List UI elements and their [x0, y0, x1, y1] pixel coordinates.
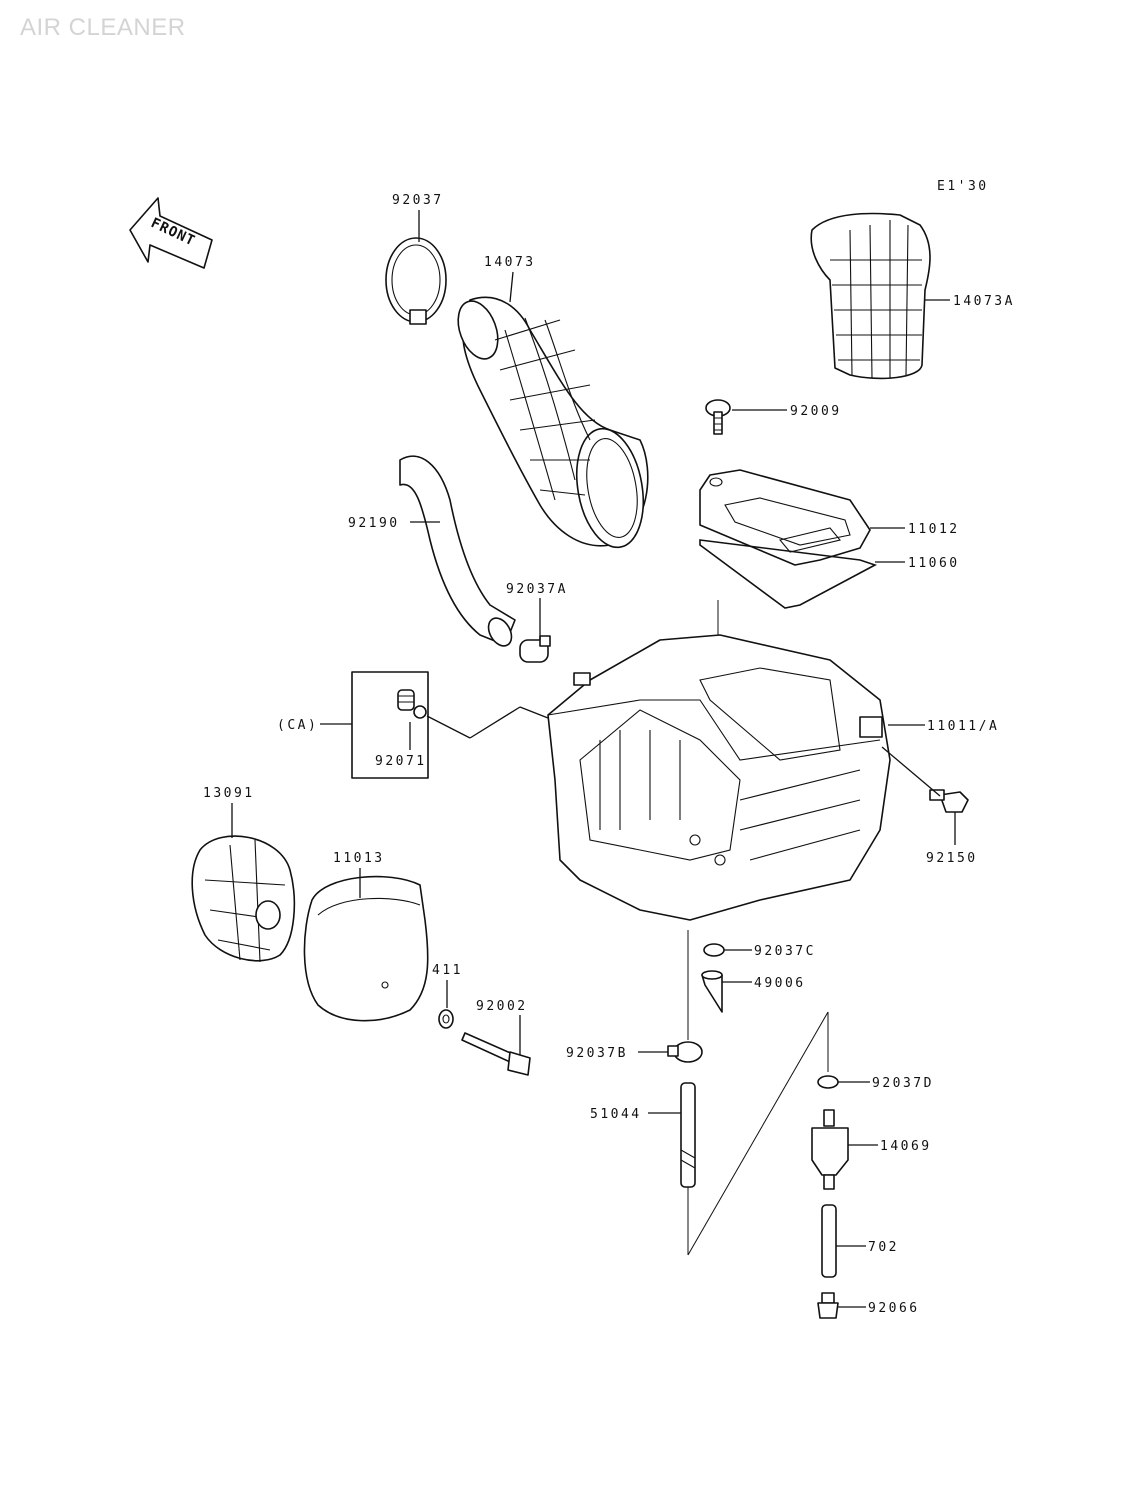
label-11011A[interactable]: 11011/A — [927, 719, 999, 734]
part-51044-tube[interactable] — [680, 1082, 696, 1188]
diagram-code: E1'30 — [937, 179, 989, 194]
variant-label: (CA) — [277, 718, 318, 733]
part-92037A-clamp[interactable] — [519, 635, 551, 663]
label-14073[interactable]: 14073 — [484, 255, 536, 270]
leader-92071-c — [519, 706, 549, 719]
label-702[interactable]: 702 — [868, 1240, 899, 1255]
leader-92150-a — [881, 746, 941, 797]
variant-box — [351, 671, 429, 779]
label-92190[interactable]: 92190 — [348, 516, 400, 531]
leader-diagonal — [687, 1011, 829, 1256]
part-11012-cover[interactable] — [699, 469, 871, 566]
label-11012[interactable]: 11012 — [908, 522, 960, 537]
label-51044[interactable]: 51044 — [590, 1107, 642, 1122]
label-92066[interactable]: 92066 — [868, 1301, 920, 1316]
part-702-tube[interactable] — [821, 1204, 837, 1278]
front-arrow-icon: FRONT — [129, 197, 213, 269]
label-11013[interactable]: 11013 — [333, 851, 385, 866]
part-92037-clamp[interactable] — [385, 237, 447, 325]
part-14069-filter[interactable] — [811, 1109, 849, 1190]
part-411-washer[interactable] — [438, 1009, 454, 1029]
part-49006-cap[interactable] — [701, 970, 723, 1013]
label-13091[interactable]: 13091 — [203, 786, 255, 801]
part-13091-cage[interactable] — [191, 835, 296, 963]
part-11060-gasket[interactable] — [699, 539, 878, 609]
part-92037C-clip[interactable] — [703, 943, 725, 957]
part-92009-bolt[interactable] — [705, 399, 731, 435]
part-92037D-clip[interactable] — [817, 1075, 839, 1089]
part-92037B-clamp[interactable] — [667, 1041, 703, 1063]
label-92037D[interactable]: 92037D — [872, 1076, 934, 1091]
label-92071[interactable]: 92071 — [375, 754, 427, 769]
label-92037[interactable]: 92037 — [392, 193, 444, 208]
part-92190-hose[interactable] — [399, 455, 516, 650]
label-92009[interactable]: 92009 — [790, 404, 842, 419]
label-92037A[interactable]: 92037A — [506, 582, 568, 597]
part-11011A-housing[interactable] — [547, 634, 891, 921]
label-14073A[interactable]: 14073A — [953, 294, 1015, 309]
leader-14073 — [509, 271, 514, 303]
leader-92071-b — [469, 706, 521, 739]
page-title: AIR CLEANER — [20, 14, 186, 41]
part-11013-element[interactable] — [303, 875, 429, 1022]
label-92037B[interactable]: 92037B — [566, 1046, 628, 1061]
part-92002-stud[interactable] — [461, 1032, 531, 1076]
part-92071-plug[interactable] — [397, 689, 427, 719]
part-14073A-snorkel[interactable] — [810, 212, 931, 380]
label-92150[interactable]: 92150 — [926, 851, 978, 866]
label-92002[interactable]: 92002 — [476, 999, 528, 1014]
part-14073-intake-duct[interactable] — [451, 296, 652, 553]
label-92037C[interactable]: 92037C — [754, 944, 816, 959]
part-92066-plug[interactable] — [817, 1292, 839, 1319]
label-14069[interactable]: 14069 — [880, 1139, 932, 1154]
label-49006[interactable]: 49006 — [754, 976, 806, 991]
label-11060[interactable]: 11060 — [908, 556, 960, 571]
part-92150-bolt[interactable] — [929, 789, 969, 813]
leader-92071-a — [426, 715, 471, 739]
label-411[interactable]: 411 — [432, 963, 463, 978]
